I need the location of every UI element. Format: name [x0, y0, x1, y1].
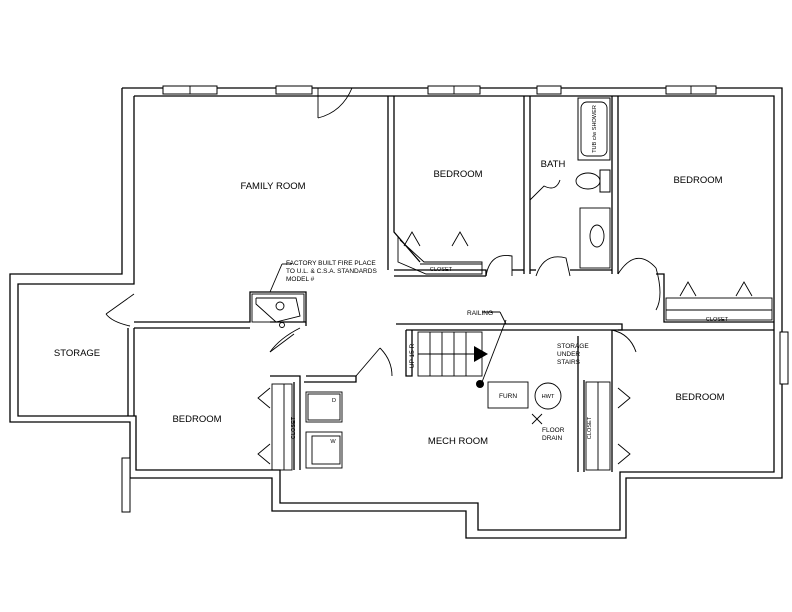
closet-label-ne: CLOSET [706, 317, 729, 323]
bath-fixtures [575, 97, 611, 269]
room-label-bedroom-se: BEDROOM [675, 392, 724, 403]
room-label-bedroom-sw: BEDROOM [172, 414, 221, 425]
floor-drain-line1: FLOOR [542, 427, 565, 434]
room-label-storage: STORAGE [54, 348, 100, 359]
storage-under-stairs-line2: UNDER [557, 351, 580, 358]
room-label-bedroom-ne: BEDROOM [673, 175, 722, 186]
closet-label-center: CLOSET [430, 267, 453, 273]
furnace-label: FURN [499, 393, 517, 400]
room-label-bath: BATH [541, 159, 566, 170]
stairs [417, 311, 507, 388]
closets [257, 231, 773, 471]
stairs-label: UP 15 R [409, 343, 416, 368]
windows [121, 85, 789, 513]
exterior-walls [9, 87, 783, 539]
storage-under-stairs-line1: STORAGE [557, 343, 589, 350]
closet-label-se: CLOSET [587, 416, 593, 439]
tub-shower-label: TUB c/w SHOWER [592, 105, 598, 153]
fireplace-note-line1: FACTORY BUILT FIRE PLACE [286, 260, 376, 267]
room-label-mech-room: MECH ROOM [428, 436, 488, 447]
mech-equipment [305, 381, 562, 469]
interior-walls [127, 96, 774, 472]
railing-label: RAILING [467, 310, 493, 317]
hwt-label: HWT [542, 394, 555, 400]
washer-label: W [330, 439, 336, 445]
floor-drain-line2: DRAIN [542, 435, 563, 442]
dryer-label: D [332, 398, 336, 404]
annotation-labels: CLOSET CLOSET CLOSET CLOSET TUB c/w SHOW… [286, 105, 729, 445]
fireplace-note-line3: MODEL # [286, 276, 315, 283]
room-labels: FAMILY ROOM BEDROOM BATH BEDROOM STORAGE… [54, 159, 725, 447]
fireplace-note-line2: TO U.L. & C.S.A. STANDARDS [286, 268, 377, 275]
room-label-bedroom-center: BEDROOM [433, 169, 482, 180]
room-label-family-room: FAMILY ROOM [240, 181, 305, 192]
doors [105, 87, 661, 377]
storage-under-stairs-line3: STAIRS [557, 359, 581, 366]
fireplace [251, 263, 305, 328]
closet-label-sw: CLOSET [291, 416, 297, 439]
